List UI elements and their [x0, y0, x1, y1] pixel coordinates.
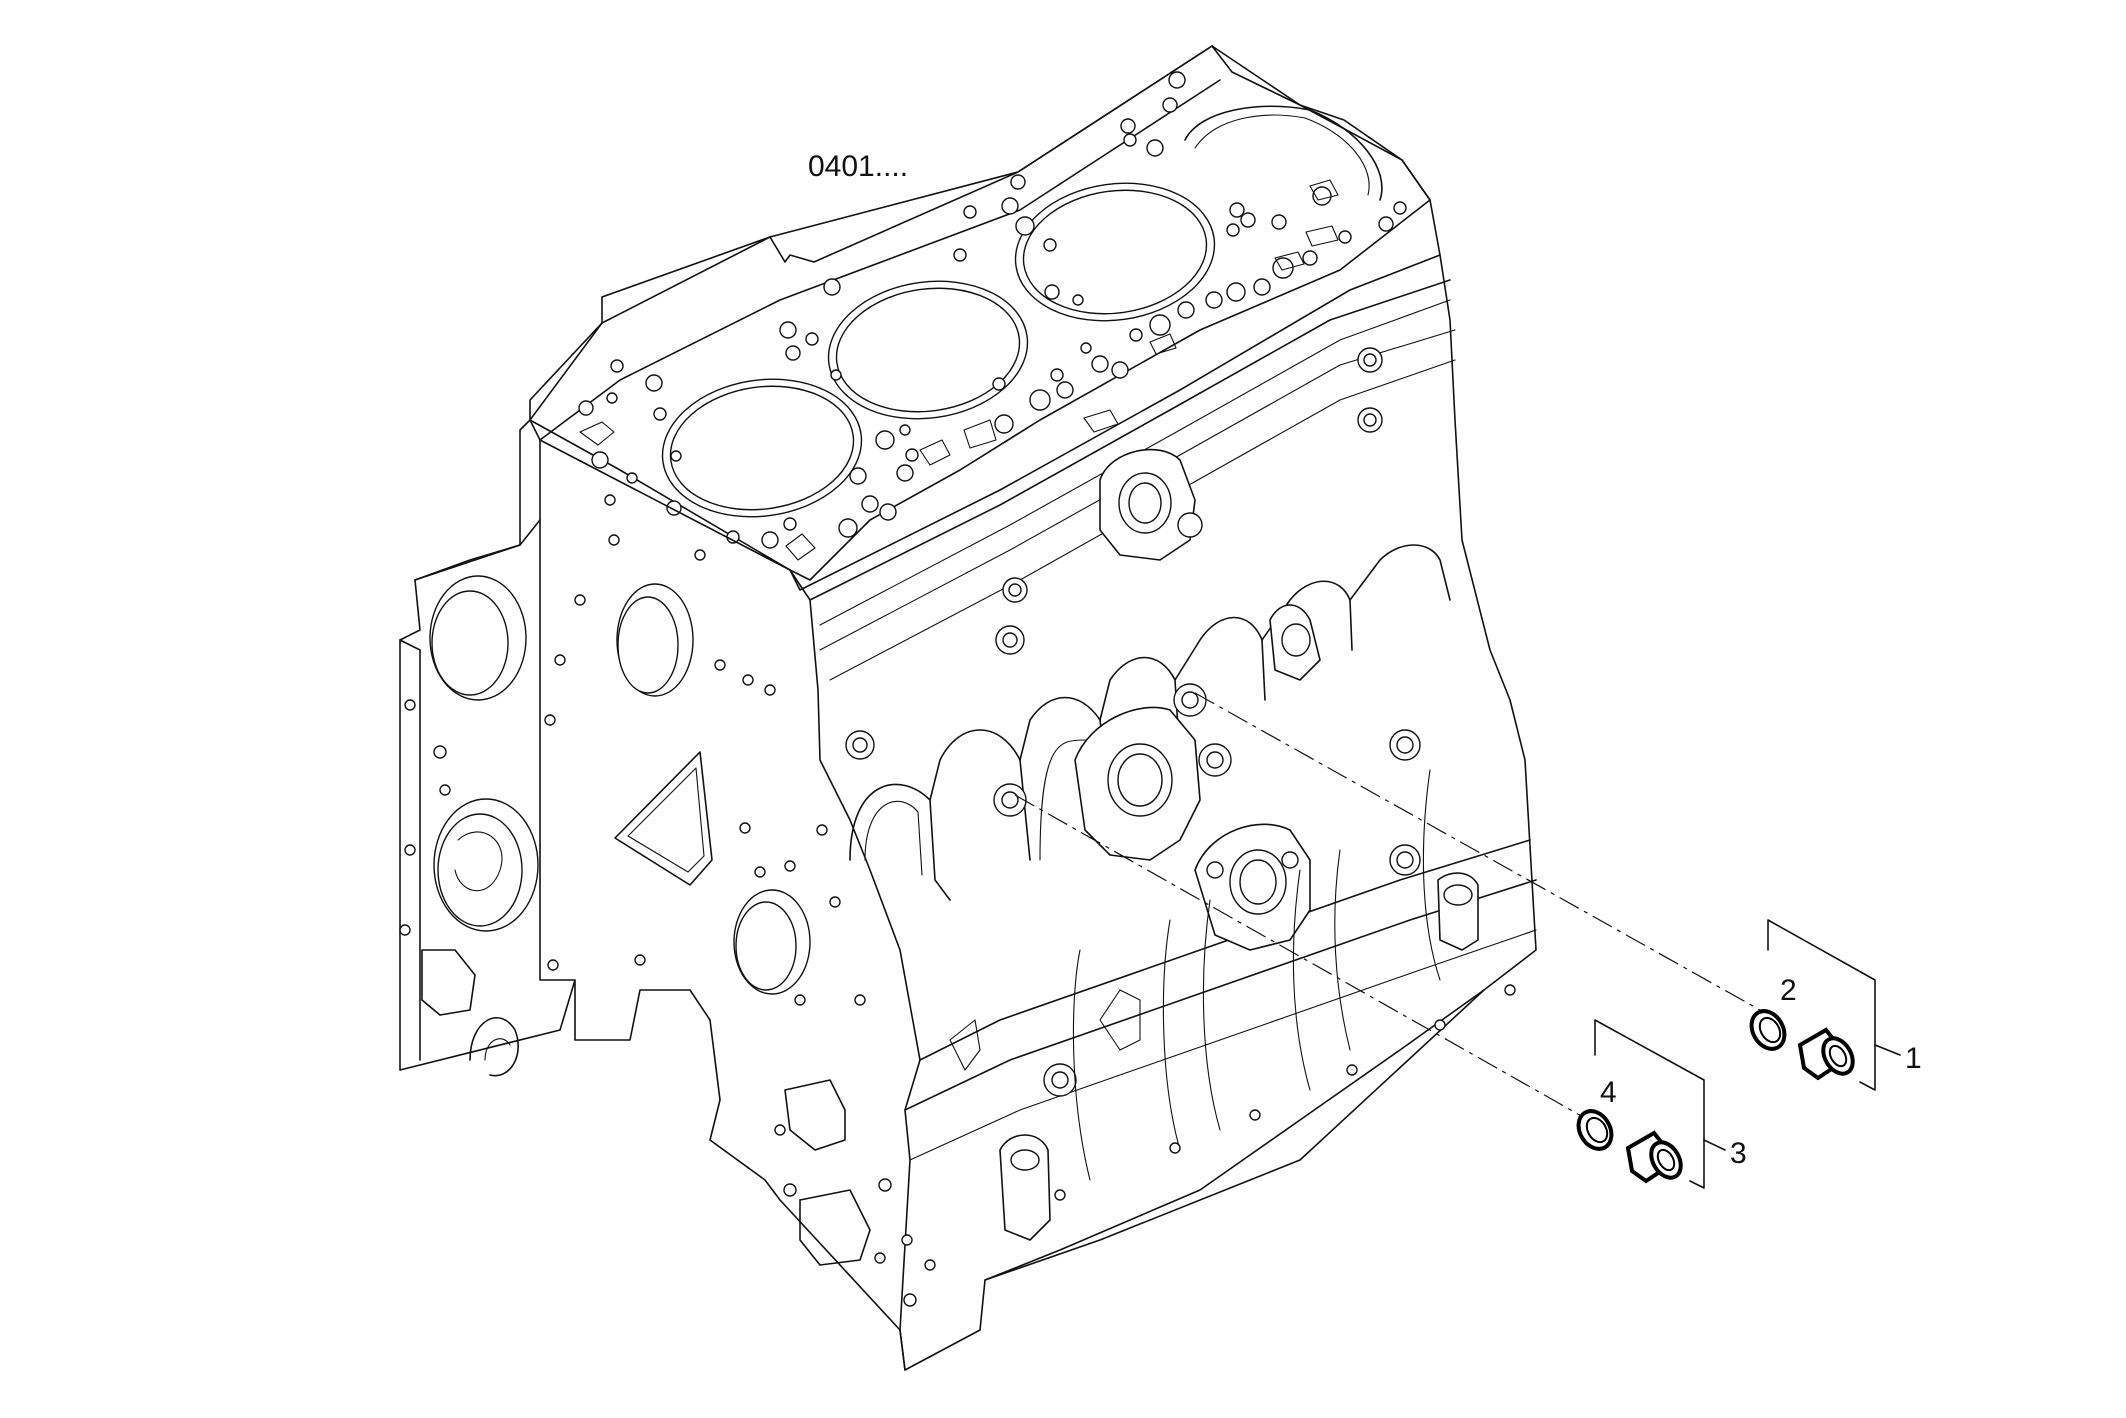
- plug-1: [1797, 1027, 1855, 1081]
- plug-assembly-1: [1749, 919, 1901, 1091]
- seal-ring-2: [1749, 1009, 1787, 1051]
- plug-3: [1625, 1130, 1683, 1184]
- leader-line-upper: [1194, 692, 1761, 1011]
- callout-1: 1: [1905, 1042, 1922, 1075]
- engine-block: [399, 45, 1537, 1371]
- callout-4: 4: [1600, 1076, 1617, 1109]
- seal-ring-4: [1576, 1109, 1614, 1151]
- plug-assembly-3: [1576, 1019, 1726, 1189]
- reference-code: 0401....: [808, 150, 908, 183]
- callout-2: 2: [1780, 974, 1797, 1007]
- leader-line-lower: [1014, 794, 1586, 1119]
- callout-3: 3: [1730, 1137, 1747, 1170]
